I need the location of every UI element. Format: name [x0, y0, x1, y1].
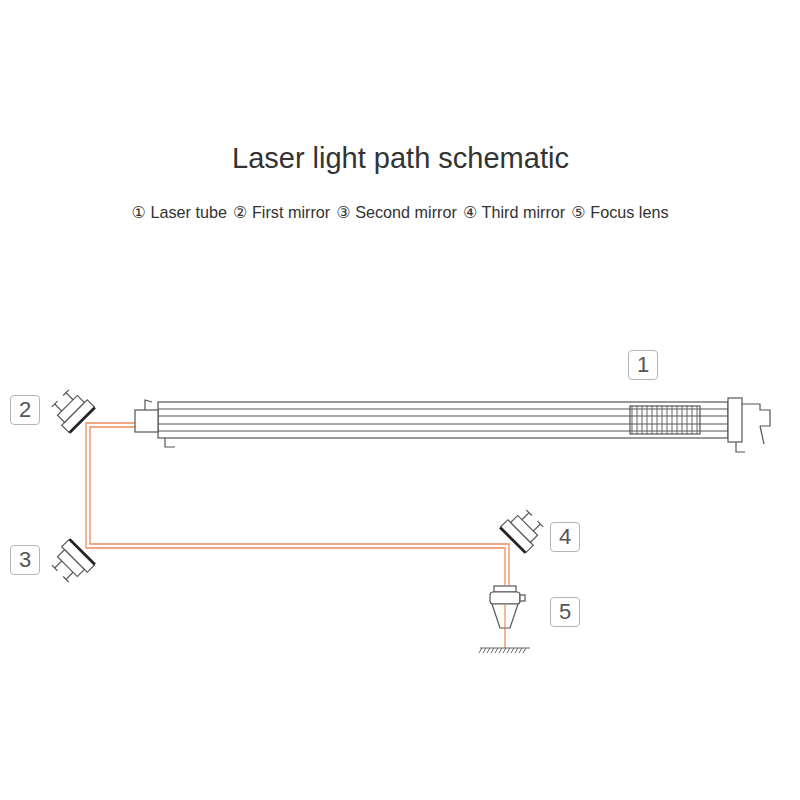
callout-number: 1	[637, 354, 649, 376]
laser-tube	[135, 398, 770, 452]
key-item: ① Laser tube	[131, 203, 227, 221]
laser-beam	[86, 423, 509, 648]
callout-number: 2	[19, 399, 31, 421]
callout-box: 2	[10, 395, 40, 425]
key-item: ③ Second mirror	[336, 203, 457, 221]
second-mirror	[48, 539, 95, 586]
callout-number: 4	[559, 526, 571, 548]
callout-number: 5	[559, 601, 571, 623]
callout-box: 4	[550, 522, 580, 552]
callout-box: 1	[628, 350, 658, 380]
key-item: ② First mirror	[233, 203, 330, 221]
third-mirror	[500, 506, 547, 553]
callout-number: 3	[19, 549, 31, 571]
first-mirror	[48, 386, 95, 433]
callout-box: 3	[10, 545, 40, 575]
callout-box: 5	[550, 597, 580, 627]
key-item: ④ Third mirror	[463, 203, 565, 221]
focus-lens	[490, 586, 525, 628]
title: Laser light path schematic	[232, 142, 569, 175]
key-line: ① Laser tube ② First mirror ③ Second mirro…	[0, 203, 800, 222]
work-surface	[480, 648, 530, 649]
key-item: ⑤ Focus lens	[571, 203, 668, 221]
